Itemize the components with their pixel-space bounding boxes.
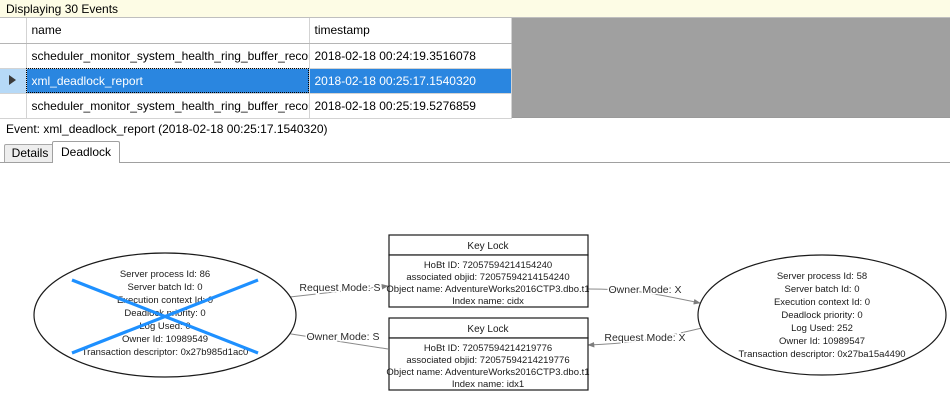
process-left-line-6: Transaction descriptor: 0x27b985d1ac0 <box>82 347 249 358</box>
tab-strip: Details Deadlock <box>0 141 950 163</box>
process-right-line-2: Execution context Id: 0 <box>774 297 870 308</box>
event-header-label: Event: xml_deadlock_report (2018-02-18 0… <box>6 122 328 136</box>
table-row-selected[interactable]: xml_deadlock_report 2018-02-18 00:25:17.… <box>0 68 512 94</box>
event-header-bar: Event: xml_deadlock_report (2018-02-18 0… <box>0 119 950 139</box>
column-header-name[interactable]: name <box>26 18 310 44</box>
events-banner: Displaying 30 Events <box>0 0 950 18</box>
edge-label-owner-mode-s: Owner Mode: S <box>307 331 380 343</box>
process-left-line-5: Owner Id: 10989549 <box>122 334 208 345</box>
resource-top-line-3: Index name: cidx <box>452 296 524 307</box>
process-right-line-1: Server batch Id: 0 <box>785 284 860 295</box>
table-header-row: name timestamp <box>0 18 512 44</box>
tab-details[interactable]: Details <box>4 144 56 163</box>
process-right-line-0: Server process Id: 58 <box>777 271 867 282</box>
resource-top-line-0: HoBt ID: 72057594214154240 <box>424 260 552 271</box>
events-count-label: Displaying 30 Events <box>6 2 119 16</box>
row-arrow-icon <box>9 75 17 85</box>
resource-bottom-title: Key Lock <box>467 324 509 335</box>
events-grid[interactable]: name timestamp scheduler_monitor_system_… <box>0 18 950 119</box>
process-right-line-5: Owner Id: 10989547 <box>779 336 865 347</box>
cell-name[interactable]: scheduler_monitor_system_health_ring_buf… <box>26 43 310 69</box>
process-right-line-4: Log Used: 252 <box>791 323 853 334</box>
process-left-line-4: Log Used: 0 <box>139 321 190 332</box>
column-header-timestamp[interactable]: timestamp <box>309 18 512 44</box>
row-selector-cell[interactable] <box>0 68 27 94</box>
cell-name[interactable]: xml_deadlock_report <box>26 68 310 94</box>
table-row[interactable]: scheduler_monitor_system_health_ring_buf… <box>0 93 512 119</box>
edge-left-request-top <box>271 283 389 300</box>
resource-bottom-line-0: HoBt ID: 72057594214219776 <box>424 343 552 354</box>
resource-top-title: Key Lock <box>467 241 509 252</box>
cell-timestamp[interactable]: 2018-02-18 00:25:19.5276859 <box>309 93 512 119</box>
process-node-right[interactable]: Server process Id: 58 Server batch Id: 0… <box>697 254 947 376</box>
process-left-line-2: Execution context Id: 0 <box>117 295 213 306</box>
resource-bottom-line-2: Object name: AdventureWorks2016CTP3.dbo.… <box>386 367 589 378</box>
process-left-line-1: Server batch Id: 0 <box>128 282 203 293</box>
column-header-selector[interactable] <box>0 18 27 44</box>
process-node-left[interactable]: Server process Id: 86 Server batch Id: 0… <box>33 252 297 378</box>
process-left-line-3: Deadlock priority: 0 <box>124 308 205 319</box>
edge-right-request-bottom <box>587 327 703 348</box>
process-right-line-6: Transaction descriptor: 0x27ba15a4490 <box>738 349 905 360</box>
resource-top-line-2: Object name: AdventureWorks2016CTP3.dbo.… <box>386 284 589 295</box>
edge-bottom-owner-left <box>271 329 389 350</box>
resource-node-bottom[interactable]: Key Lock HoBt ID: 72057594214219776 asso… <box>386 317 590 391</box>
process-left-line-0: Server process Id: 86 <box>120 269 210 280</box>
cell-timestamp[interactable]: 2018-02-18 00:25:17.1540320 <box>309 68 512 94</box>
deadlock-graph-canvas[interactable]: Server process Id: 86 Server batch Id: 0… <box>0 162 950 400</box>
edge-label-request-mode-x: Request Mode: X <box>604 332 685 344</box>
resource-bottom-line-3: Index name: idx1 <box>452 379 524 390</box>
cell-name[interactable]: scheduler_monitor_system_health_ring_buf… <box>26 93 310 119</box>
edge-top-owner-right <box>587 288 701 305</box>
deadlock-victim-cross-icon <box>71 278 259 355</box>
resource-top-line-1: associated objid: 72057594214154240 <box>406 272 569 283</box>
tab-deadlock[interactable]: Deadlock <box>52 141 120 163</box>
edge-label-request-mode-s: Request Mode: S <box>299 282 380 294</box>
edge-label-owner-mode-x: Owner Mode: X <box>609 284 682 296</box>
cell-timestamp[interactable]: 2018-02-18 00:24:19.3516078 <box>309 43 512 69</box>
row-selector-cell[interactable] <box>0 93 27 119</box>
resource-bottom-line-1: associated objid: 72057594214219776 <box>406 355 569 366</box>
table-row[interactable]: scheduler_monitor_system_health_ring_buf… <box>0 43 512 69</box>
process-right-line-3: Deadlock priority: 0 <box>781 310 862 321</box>
resource-node-top[interactable]: Key Lock HoBt ID: 72057594214154240 asso… <box>386 234 590 308</box>
row-selector-cell[interactable] <box>0 43 27 69</box>
events-table[interactable]: name timestamp scheduler_monitor_system_… <box>0 18 512 119</box>
